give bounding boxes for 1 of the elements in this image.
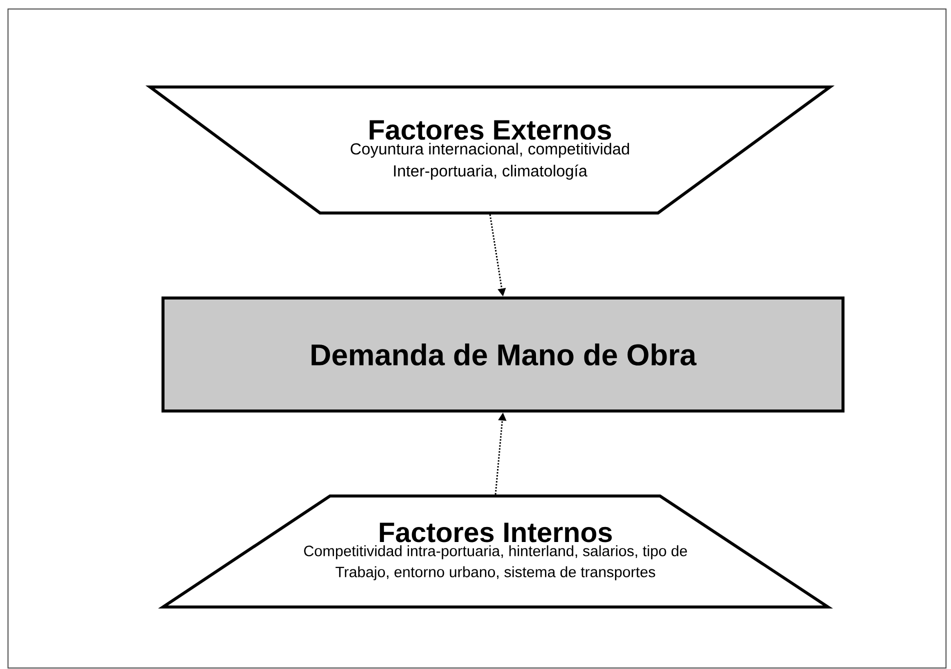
- process-box: Demanda de Mano de Obra: [162, 296, 844, 412]
